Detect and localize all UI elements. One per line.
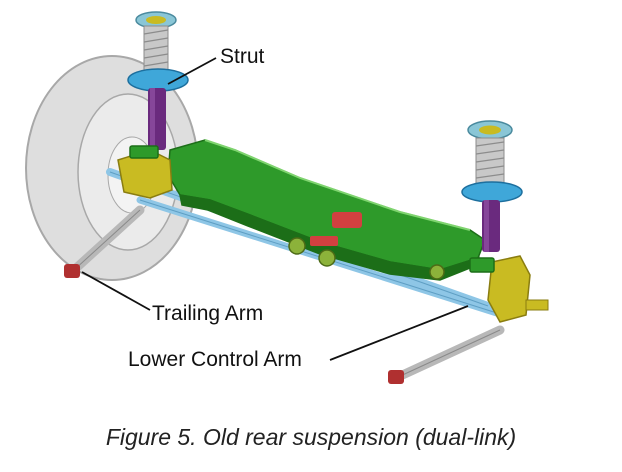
- right-strut: [461, 120, 523, 252]
- right-knuckle: [469, 255, 549, 323]
- strut-label: Strut: [220, 45, 265, 68]
- twist-beam: [167, 139, 486, 281]
- lower-control-arm-leader-line: [329, 305, 469, 361]
- trailing-arm-right: [388, 325, 505, 384]
- left-knuckle: [117, 145, 173, 199]
- trailing-arm-leader-line: [81, 271, 151, 311]
- trailing-arm-label: Trailing Arm: [152, 302, 263, 325]
- trailing-arm-left: [64, 205, 145, 278]
- beam-bushings: [288, 237, 445, 280]
- lower-control-arm-label: Lower Control Arm: [128, 348, 302, 371]
- figure-caption: Figure 5. Old rear suspension (dual-link…: [105, 424, 517, 450]
- strut-leader-line: [167, 57, 217, 85]
- suspension-diagram: Strut Trailing Arm Lower Control Arm: [25, 11, 549, 384]
- left-strut: [127, 11, 189, 150]
